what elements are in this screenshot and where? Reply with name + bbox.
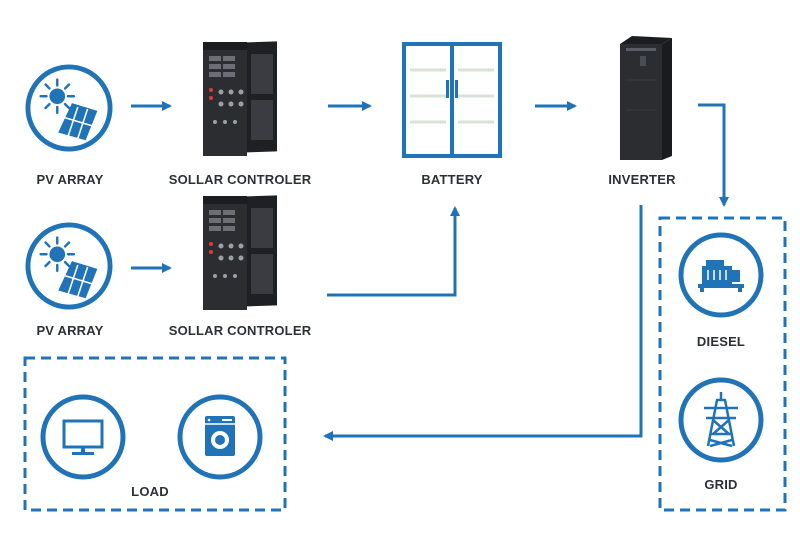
monitor-icon (40, 394, 126, 480)
battery-label: BATTERY (421, 172, 483, 187)
battery-rack-icon (402, 42, 502, 158)
transmission-tower-icon (678, 377, 764, 463)
pv-array-label: PV ARRAY (36, 323, 104, 338)
washing-machine-icon (177, 394, 263, 480)
backup-source-group-box (658, 216, 787, 512)
arrow-controller2-to-battery (327, 206, 460, 297)
inverter-label: INVERTER (608, 172, 676, 187)
grid-label: GRID (704, 477, 738, 492)
load-group-box (23, 356, 287, 512)
diesel-label: DIESEL (696, 334, 746, 349)
pv-array-label: PV ARRAY (36, 172, 104, 187)
load-label: LOAD (131, 484, 169, 499)
solar-controller-label: SOLLAR CONTROLER (168, 172, 312, 187)
arrow-inverter-to-load (323, 205, 643, 441)
solar-panel-icon (28, 67, 110, 149)
arrow-inverter-to-diesel-grid (698, 103, 729, 207)
controller-cabinet-icon (203, 195, 277, 310)
generator-icon (678, 232, 764, 318)
solar-controller-label: SOLLAR CONTROLER (168, 323, 312, 338)
solar-panel-icon (28, 225, 110, 307)
inverter-cabinet-icon (620, 36, 672, 160)
controller-cabinet-icon (203, 41, 277, 156)
